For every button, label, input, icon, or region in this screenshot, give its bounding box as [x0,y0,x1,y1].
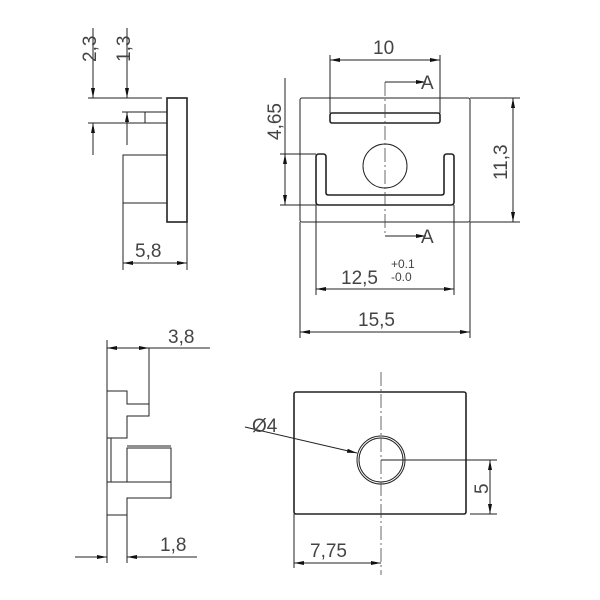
front-channel [315,153,455,206]
section-mark-bottom: A [421,227,434,248]
dim-10: 10 [373,38,394,59]
tolerance-minus: -0.0 [391,270,412,284]
dim-12-5: 12,5 [341,268,378,289]
section-mark-top: A [421,73,434,94]
dim-3-8: 3,8 [168,327,194,348]
dim-5-8: 5,8 [135,241,161,262]
section-boss [126,447,172,483]
section-view: 3,8 1,8 [75,327,210,563]
front-view: A A 10 4,65 11,3 12,5 +0.1 -0.0 15,5 [265,38,520,338]
side-view: 2,3 1,3 5,8 [80,28,188,270]
dim-2-3: 2,3 [80,36,101,62]
dim-11-3: 11,3 [491,144,512,180]
dim-4-65: 4,65 [265,103,286,140]
dim-1-3: 1,3 [114,36,135,62]
section-lower [106,481,172,516]
side-tab [144,111,168,124]
dim-diameter-4: Ø4 [252,416,278,437]
back-outline [293,391,467,515]
dim-5: 5 [472,483,493,494]
dim-1-8: 1,8 [160,535,186,556]
tolerance-plus: +0.1 [391,257,415,271]
dim-7-75: 7,75 [310,541,347,562]
side-boss [122,154,168,204]
back-view: 5 7,75 Ø4 [244,372,497,575]
dim-15-5: 15,5 [358,310,395,331]
side-plate [166,97,188,223]
section-upper [106,390,150,439]
